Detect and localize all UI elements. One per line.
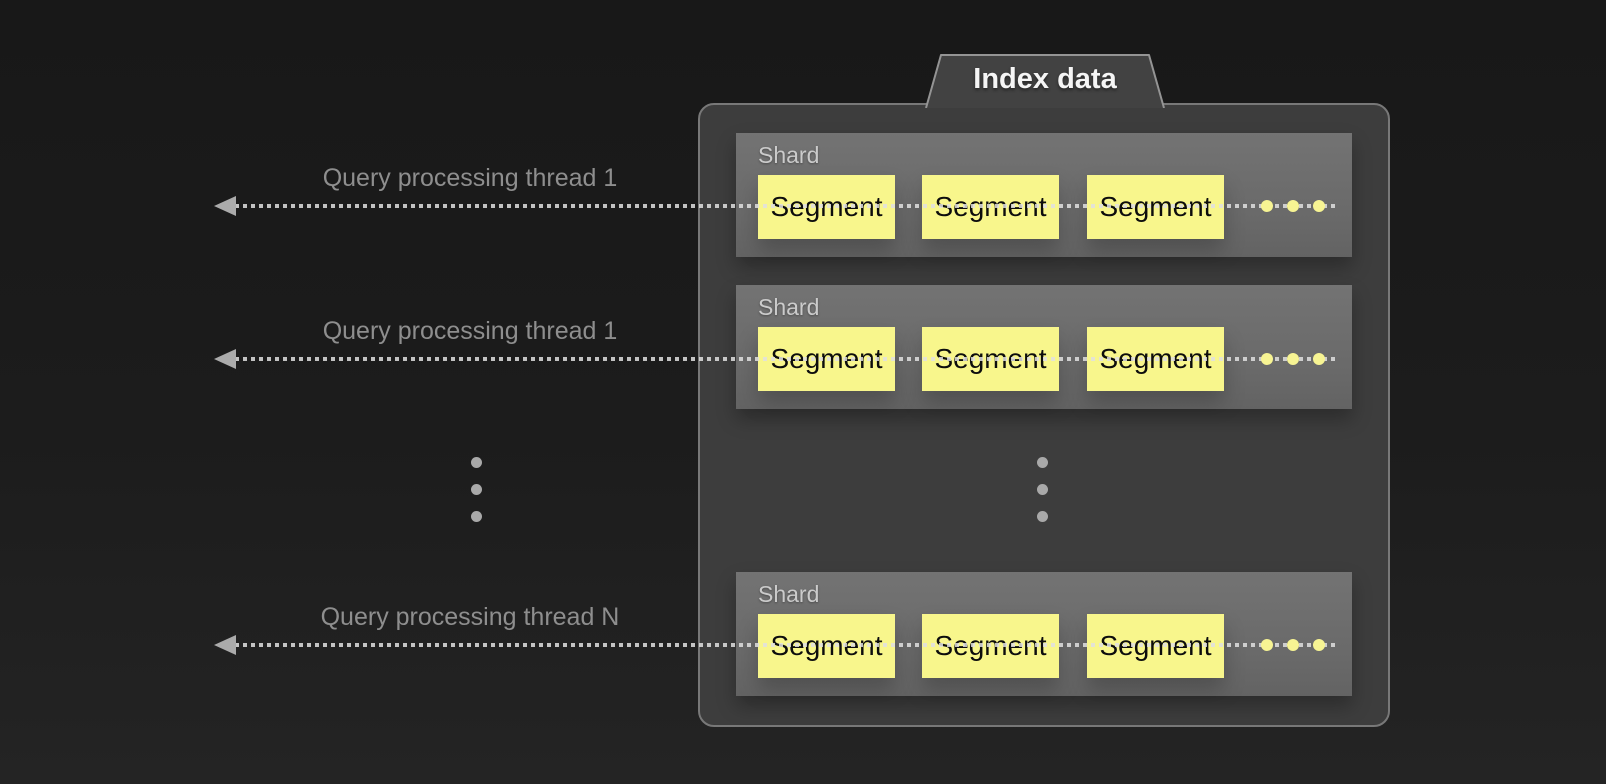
horizontal-ellipsis-icon	[1261, 353, 1351, 365]
shard-box-1: Shard Segment Segment Segment	[736, 133, 1352, 257]
horizontal-ellipsis-icon	[1261, 639, 1351, 651]
ellipsis-dot	[1037, 511, 1048, 522]
shard-label: Shard	[758, 142, 820, 168]
ellipsis-dot	[1313, 200, 1325, 212]
index-data-tab-shape	[925, 54, 1165, 108]
horizontal-ellipsis-icon	[1261, 200, 1351, 212]
index-data-tab-label: Index data	[973, 63, 1117, 95]
left-arrowhead-icon	[214, 635, 236, 655]
ellipsis-dot	[1313, 353, 1325, 365]
ellipsis-dot	[1287, 353, 1299, 365]
shard-label: Shard	[758, 581, 820, 607]
query-thread-label-3: Query processing thread N	[320, 603, 620, 631]
ellipsis-dot	[471, 484, 482, 495]
vertical-ellipsis-icon	[1037, 457, 1048, 522]
query-dashed-line-1	[235, 204, 1337, 208]
shard-label: Shard	[758, 294, 820, 320]
ellipsis-dot	[1037, 457, 1048, 468]
query-thread-label-1: Query processing thread 1	[322, 164, 618, 192]
shard-box-3: Shard Segment Segment Segment	[736, 572, 1352, 696]
ellipsis-dot	[1313, 639, 1325, 651]
ellipsis-dot	[1261, 353, 1273, 365]
ellipsis-dot	[471, 457, 482, 468]
query-thread-label-2: Query processing thread 1	[322, 317, 618, 345]
ellipsis-dot	[1261, 639, 1273, 651]
ellipsis-dot	[471, 511, 482, 522]
ellipsis-dot	[1261, 200, 1273, 212]
ellipsis-dot	[1287, 200, 1299, 212]
ellipsis-dot	[1287, 639, 1299, 651]
ellipsis-dot	[1037, 484, 1048, 495]
vertical-ellipsis-icon	[471, 457, 482, 522]
left-arrowhead-icon	[214, 349, 236, 369]
query-dashed-line-3	[235, 643, 1337, 647]
query-dashed-line-2	[235, 357, 1337, 361]
shard-box-2: Shard Segment Segment Segment	[736, 285, 1352, 409]
left-arrowhead-icon	[214, 196, 236, 216]
